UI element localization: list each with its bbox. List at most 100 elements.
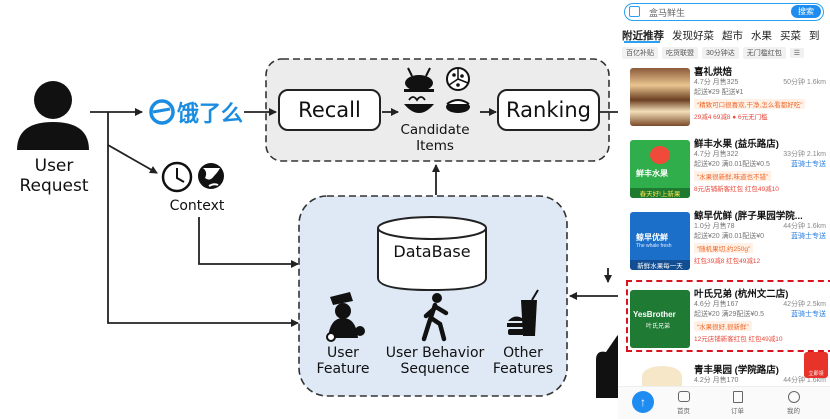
- search-button[interactable]: 搜索: [791, 5, 821, 18]
- store-name: 青丰果园 (学院路店): [694, 365, 779, 376]
- arrow-user-to-context: [107, 144, 158, 174]
- home-icon[interactable]: [678, 391, 690, 402]
- tab-nearby[interactable]: 附近推荐: [622, 30, 664, 42]
- store-eta: 44分钟 1.6km: [783, 377, 826, 384]
- store-name: 鲸早优鲜 (胖子果园学院...: [694, 211, 803, 222]
- store-thumbnail: [630, 68, 690, 126]
- bottom-nav: ↑ 首页 订单 我的: [618, 386, 830, 419]
- user-feature-label: User Feature: [308, 345, 378, 377]
- chip-foodie[interactable]: 吃货联盟: [662, 47, 698, 59]
- arrow-context-to-features: [198, 217, 299, 268]
- nav-orders-label[interactable]: 订单: [731, 408, 744, 415]
- other-features-label: Other Features: [488, 345, 558, 377]
- badge-text: 立即领: [808, 371, 824, 377]
- red-packet-badge[interactable]: 立即领: [804, 352, 828, 378]
- store-review-tag: “水果很新鲜,味道也不错”: [694, 171, 772, 181]
- tab-discover[interactable]: 发现好菜: [672, 30, 714, 42]
- store-eta: 42分钟 2.5km: [783, 301, 826, 308]
- store-rating: 4.7分 月售325: [694, 79, 739, 86]
- chip-subsidy[interactable]: 百亿补贴: [622, 47, 658, 59]
- noodle-bowl-icon: [404, 96, 434, 113]
- thumb-sub-text: The whale fresh: [636, 243, 672, 249]
- store-rating: 1.0分 月售78: [694, 223, 735, 230]
- store-eta: 33分钟 2.1km: [783, 151, 826, 158]
- store-name: 喜礼烘焙: [694, 67, 733, 78]
- category-tabs: 附近推荐发现好菜超市水果买菜到: [622, 28, 830, 43]
- thumb-brand-text: YesBrother: [633, 310, 676, 319]
- eleme-logo-icon: 饿了么: [149, 99, 243, 127]
- thumb-footer-text: 春天好!上新果: [630, 188, 690, 198]
- other-features-line1: Other: [503, 345, 543, 361]
- tab-supermarket[interactable]: 超市: [722, 30, 743, 42]
- active-tab-indicator: [624, 41, 660, 43]
- user-label-line1: User: [34, 156, 74, 176]
- candidate-items-label: Candidate Items: [395, 122, 475, 154]
- store-review-tag: “精致可口很喜欢,干净,怎么看都好吃”: [694, 99, 806, 109]
- search-input[interactable]: 盒马鲜生: [649, 8, 686, 18]
- tab-groceries[interactable]: 买菜: [780, 30, 801, 42]
- store-card[interactable]: 喜礼烘焙 4.7分 月售325 50分钟 1.6km 起送¥29 配送¥1 “精…: [630, 64, 828, 136]
- store-fees: 起送¥29 配送¥1: [694, 89, 744, 96]
- store-thumbnail: 鲸早优鲜 The whale fresh 新鲜水果每一天: [630, 212, 690, 270]
- highlight-outline: [626, 280, 830, 352]
- profile-icon[interactable]: [788, 391, 800, 403]
- delivery-type: 蓝骑士专送: [791, 161, 826, 168]
- candidate-food-icons: [404, 67, 470, 113]
- store-card[interactable]: 鲸早优鲜 The whale fresh 新鲜水果每一天 鲸早优鲜 (胖子果园学…: [630, 208, 828, 280]
- behavior-sequence-label: User Behavior Sequence: [380, 345, 490, 377]
- store-rating: 4.6分 月售167: [694, 301, 739, 308]
- candidate-label-line1: Candidate: [400, 122, 470, 138]
- eleme-logo-text: 饿了么: [176, 101, 243, 127]
- pizza-icon: [446, 67, 470, 91]
- ranking-label: Ranking: [506, 98, 591, 122]
- recall-box: Recall: [278, 89, 381, 131]
- nav-profile-label[interactable]: 我的: [787, 408, 800, 415]
- database-label: DataBase: [393, 242, 471, 261]
- store-name: 鲜丰水果 (益乐路店): [694, 139, 779, 150]
- store-eta: 50分钟 1.6km: [783, 79, 826, 86]
- phone-screen: 盒马鲜生 搜索 附近推荐发现好菜超市水果买菜到 百亿补贴吃货联盟 30分钟达无门槛…: [618, 0, 830, 419]
- chip-coupon[interactable]: 无门槛红包: [742, 47, 786, 59]
- store-coupons: 29减4 69减8 ● 6元无门槛: [694, 114, 768, 121]
- user-label-line2: Request: [19, 175, 89, 196]
- store-card[interactable]: 鲜丰水果 春天好!上新果 鲜丰水果 (益乐路店) 4.7分 月售322 33分钟…: [630, 136, 828, 208]
- store-card-highlighted[interactable]: YesBrother 叶氏兄弟 叶氏兄弟 (杭州文二店) 4.6分 月售167 …: [626, 280, 830, 358]
- orders-icon[interactable]: [733, 391, 743, 403]
- context-label: Context: [169, 198, 225, 214]
- store-thumbnail: 鲜丰水果 春天好!上新果: [630, 140, 690, 198]
- candidate-label-line2: Items: [416, 137, 454, 154]
- store-coupons: 8元店铺新客红包 红包49减10: [694, 186, 779, 193]
- thumb-brand-text: 鲸早优鲜: [636, 233, 668, 242]
- behavior-line2: Sequence: [400, 361, 470, 378]
- arrows: [90, 108, 632, 327]
- arrow-user-branch: [107, 112, 299, 327]
- scan-icon[interactable]: [629, 6, 640, 17]
- store-coupons: 12元店铺新客红包 红包49减10: [694, 336, 783, 343]
- sushi-icon: [446, 99, 470, 113]
- fast-food-icon: [507, 289, 539, 336]
- walking-person-icon: [421, 293, 449, 342]
- thumb-footer-text: 新鲜水果每一天: [630, 260, 690, 270]
- home-nav-button[interactable]: ↑: [632, 391, 654, 413]
- store-thumbnail: [642, 366, 682, 386]
- store-card[interactable]: 青丰果园 (学院路店) 4.2分 月售170 44分钟 1.6km: [630, 362, 828, 419]
- courier-icon: [326, 292, 365, 342]
- chip-menu-icon[interactable]: ☰: [789, 48, 805, 58]
- delivery-type: 蓝骑士专送: [791, 311, 826, 318]
- nav-home-label[interactable]: 首页: [677, 408, 690, 415]
- store-eta: 44分钟 1.6km: [783, 223, 826, 230]
- other-features-line2: Features: [492, 361, 554, 378]
- store-review-tag: “随机果切,约250g”: [694, 243, 754, 253]
- database-icon: [377, 216, 487, 292]
- clock-icon: [161, 161, 193, 193]
- store-rating: 4.7分 月售322: [694, 151, 739, 158]
- tab-fruit[interactable]: 水果: [751, 30, 772, 42]
- chip-30min[interactable]: 30分钟达: [702, 47, 739, 59]
- search-bar[interactable]: 盒马鲜生 搜索: [624, 3, 824, 21]
- user-icon: [17, 81, 89, 150]
- store-coupons: 红包39减8 红包49减12: [694, 258, 761, 265]
- store-thumbnail: YesBrother 叶氏兄弟: [630, 290, 690, 348]
- store-name: 叶氏兄弟 (杭州文二店): [694, 289, 789, 300]
- tab-more[interactable]: 到: [809, 30, 820, 42]
- user-request-label: User Request: [14, 156, 94, 196]
